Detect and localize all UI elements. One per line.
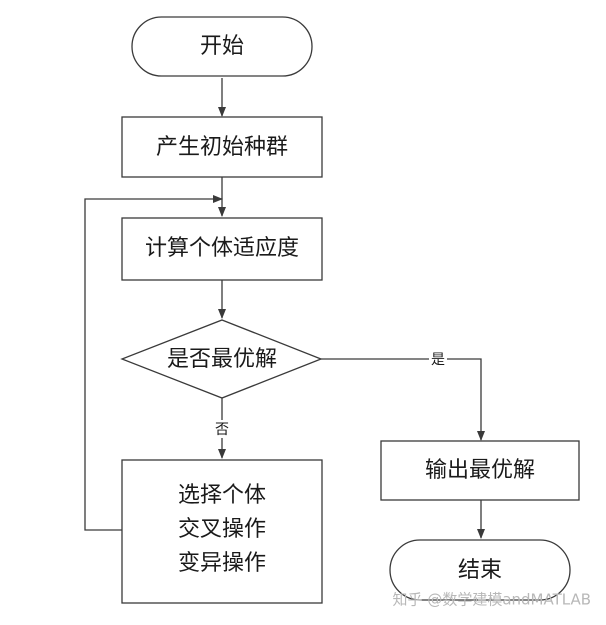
flow-edges — [84, 78, 485, 539]
operation-crossover-label: 交叉操作 — [178, 517, 266, 542]
watermark-text: 知乎 @数学建模andMATLAB — [393, 591, 591, 609]
end-node: 结束 — [389, 539, 571, 601]
decision-label: 是否最优解 — [167, 347, 277, 372]
no-edge-label: 否 — [215, 422, 229, 438]
yes-label-bg — [429, 350, 447, 368]
start-label: 开始 — [200, 34, 244, 59]
init-population-label: 产生初始种群 — [156, 135, 288, 160]
operation-select-label: 选择个体 — [178, 483, 266, 508]
compute-fitness-node: 计算个体适应度 — [121, 217, 323, 281]
output-label: 输出最优解 — [425, 458, 535, 483]
yes-edge-label: 是 — [431, 352, 445, 368]
operations-node: 选择个体 交叉操作 变异操作 — [121, 459, 323, 604]
start-node: 开始 — [131, 16, 313, 77]
output-node: 输出最优解 — [380, 440, 580, 501]
no-label-bg — [213, 420, 231, 438]
compute-fitness-label: 计算个体适应度 — [145, 236, 299, 261]
edge-loop-back-to-fitness — [84, 195, 223, 531]
decision-node: 是否最优解 — [120, 319, 323, 399]
edge-decision-to-output — [321, 358, 485, 441]
operation-mutation-label: 变异操作 — [178, 551, 266, 576]
init-population-node: 产生初始种群 — [121, 116, 323, 178]
end-label: 结束 — [458, 558, 502, 583]
